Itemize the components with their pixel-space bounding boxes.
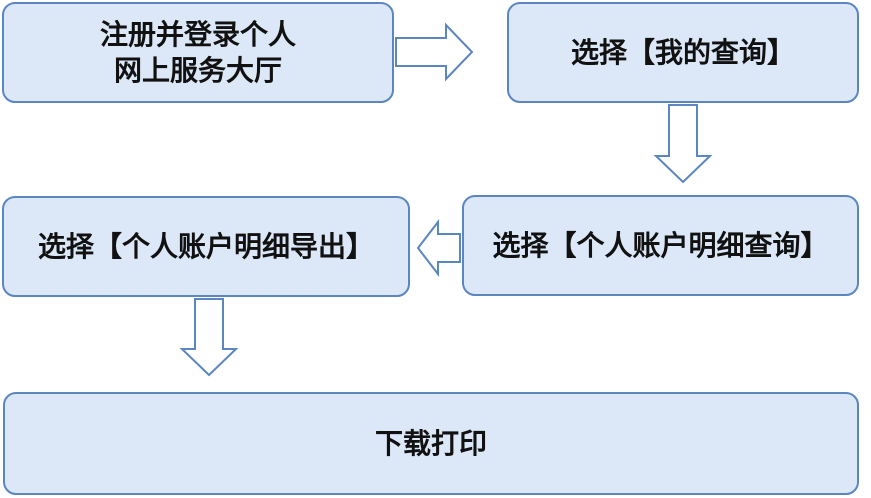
- step-download-print-text: 下载打印: [374, 426, 487, 460]
- step-register-login-line-1: 注册并登录个人: [99, 17, 296, 51]
- step-register-login: 注册并登录个人 网上服务大厅: [2, 2, 394, 103]
- step-account-detail-query-text: 选择【个人账户明细查询】: [492, 228, 829, 262]
- arrow-down-icon: [179, 298, 239, 377]
- step-register-login-line-2: 网上服务大厅: [113, 53, 282, 87]
- step-my-query-text: 选择【我的查询】: [570, 35, 795, 69]
- arrow-down-icon: [653, 104, 713, 184]
- step-account-detail-query: 选择【个人账户明细查询】: [462, 195, 859, 296]
- arrow-left-icon: [416, 219, 461, 277]
- step-account-detail-export-text: 选择【个人账户明细导出】: [37, 229, 374, 263]
- step-download-print: 下载打印: [3, 392, 859, 495]
- arrow-right-icon: [395, 22, 474, 82]
- step-my-query: 选择【我的查询】: [507, 2, 859, 103]
- step-account-detail-export: 选择【个人账户明细导出】: [2, 196, 410, 297]
